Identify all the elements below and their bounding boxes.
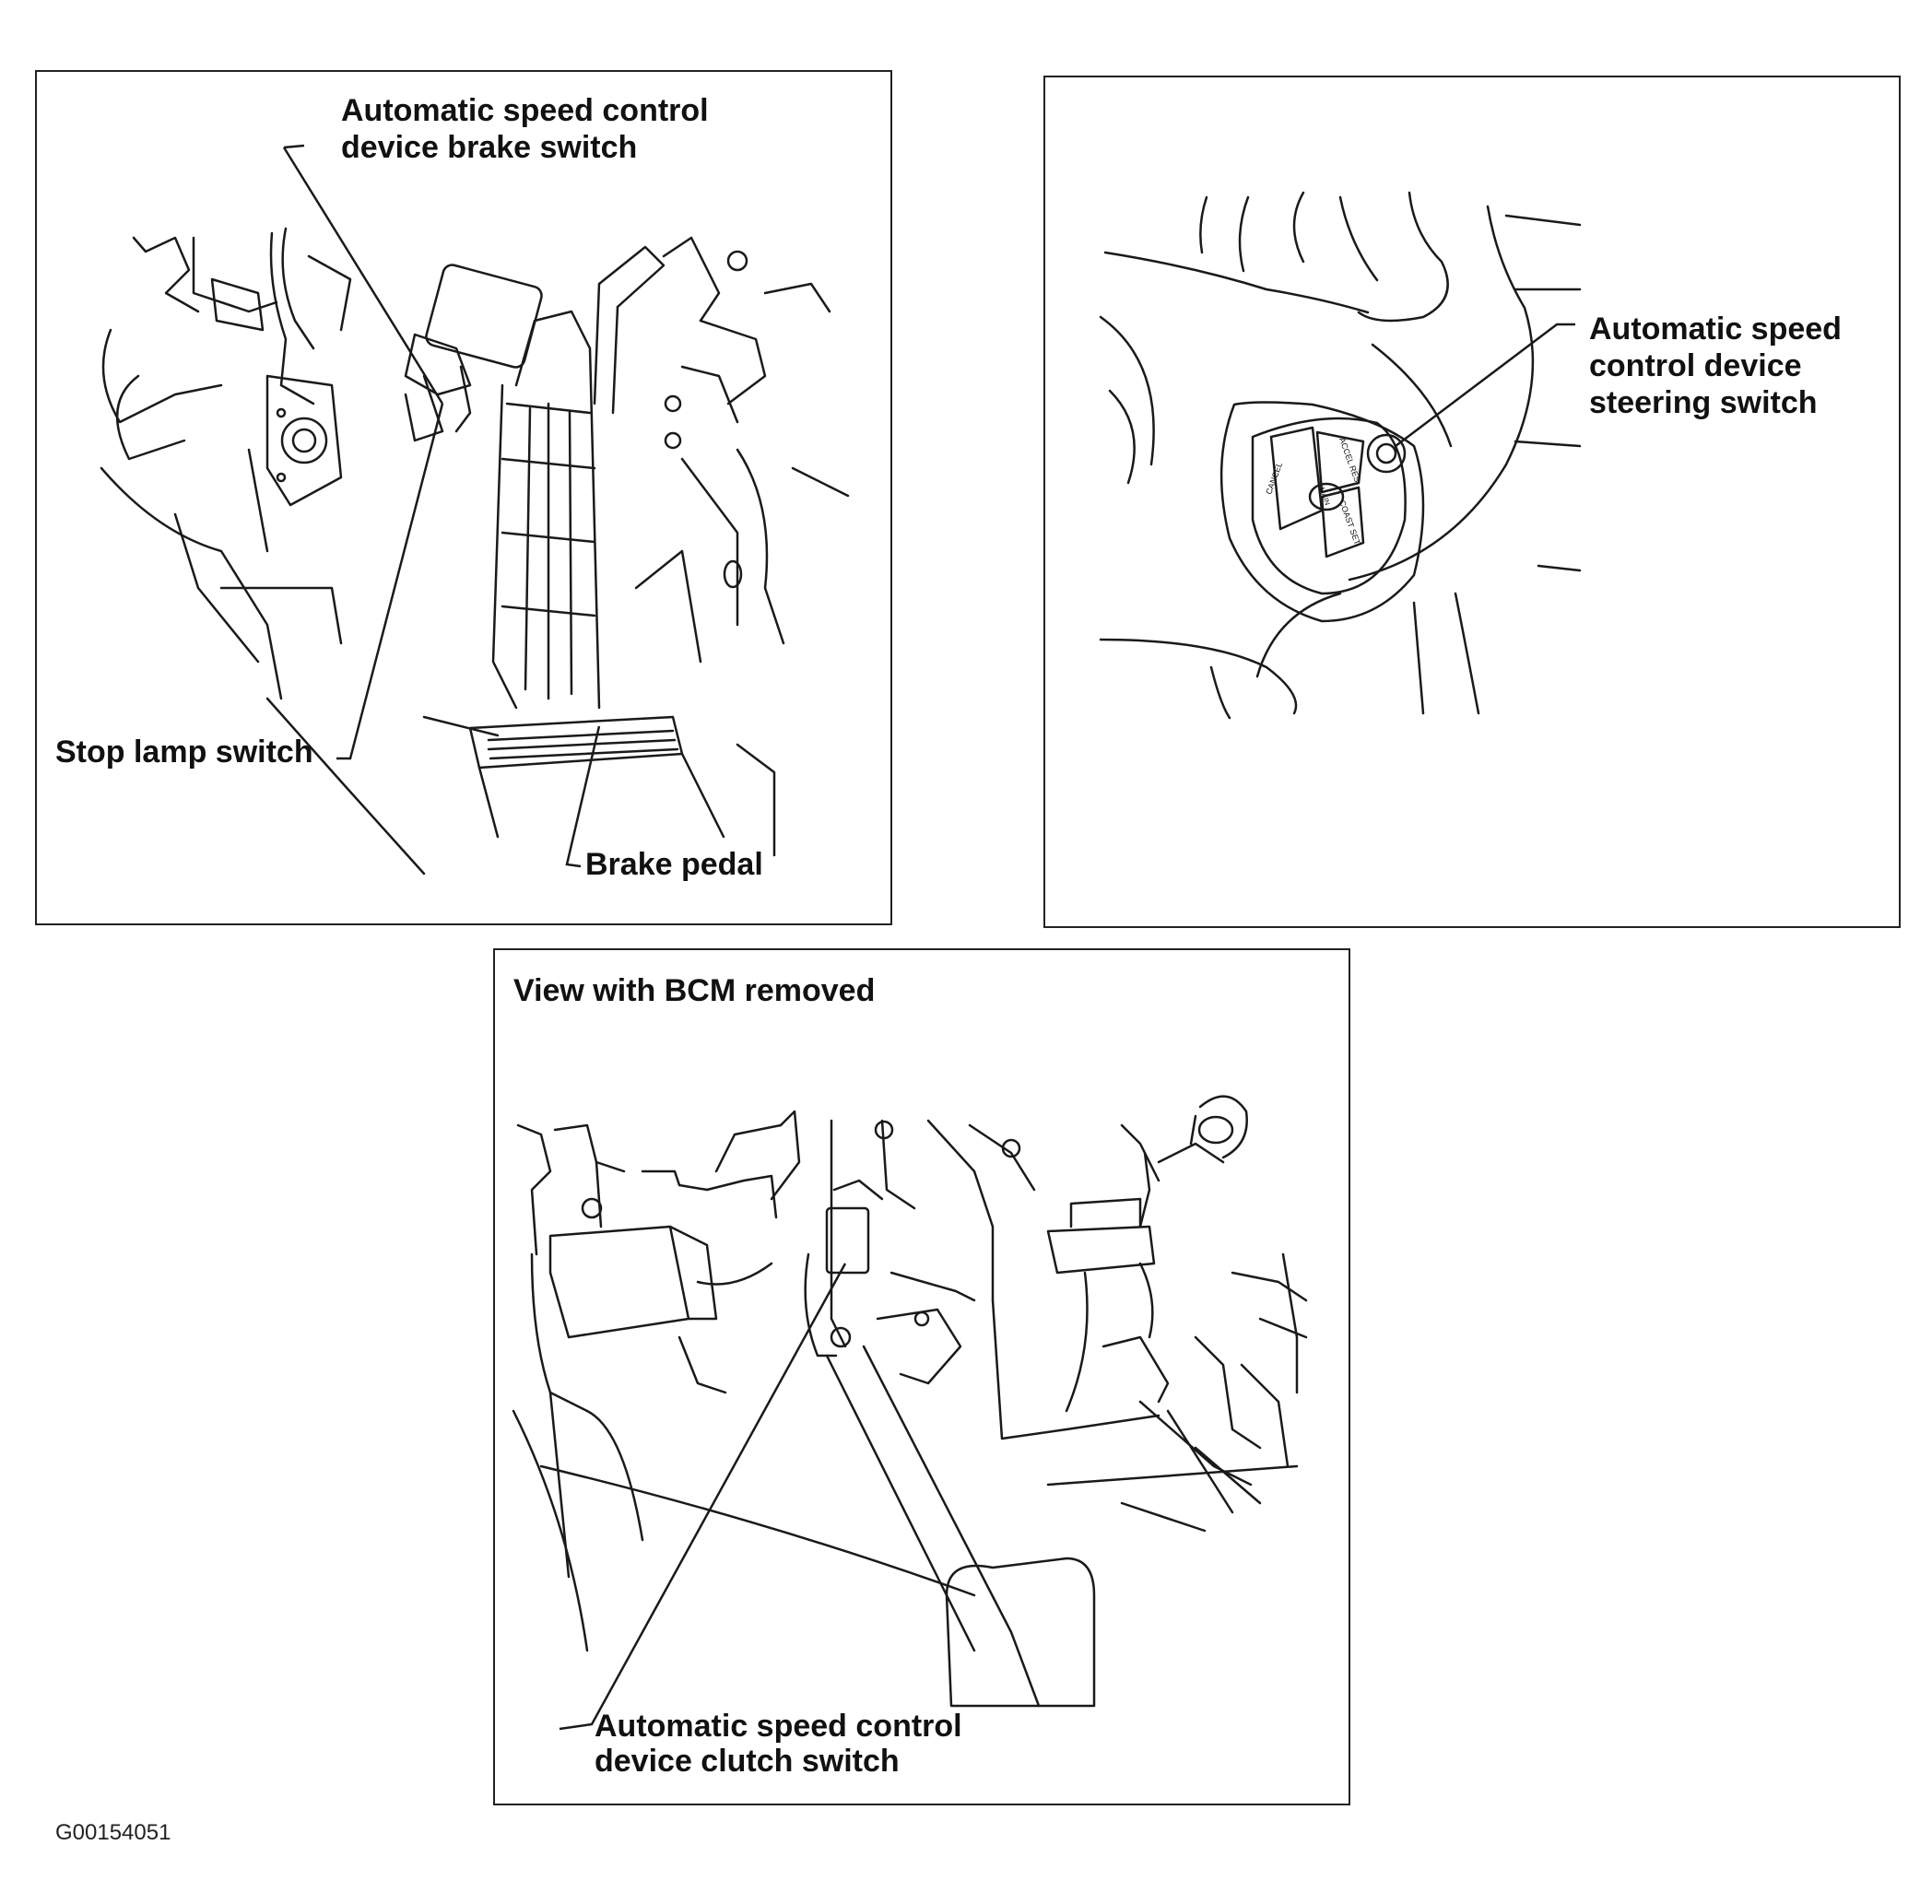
steering-switch-label-line1: Automatic speed [1589, 311, 1842, 347]
clutch-switch-label-line1: Automatic speed control [595, 1709, 962, 1744]
clutch-switch-label-line2: device clutch switch [595, 1744, 900, 1779]
steering-switch-leader [1395, 323, 1575, 447]
steering-switch-label-line2: control device [1589, 348, 1802, 383]
brake-pedal-illustration [100, 227, 850, 876]
steering-switch-label-line3: steering switch [1589, 385, 1818, 420]
steering-wheel-illustration [1099, 191, 1582, 720]
brake-switch-label-line1: Automatic speed control [341, 93, 709, 128]
view-note-label: View with BCM removed [513, 973, 876, 1008]
brake-switch-panel: Automatic speed control device brake swi… [35, 70, 892, 925]
stop-lamp-switch-label: Stop lamp switch [55, 735, 313, 770]
brake-switch-label-line2: device brake switch [341, 130, 638, 165]
figure-id: G00154051 [55, 1820, 171, 1845]
steering-switch-panel: CANCEL ACCEL RES MAIN COAST SET Automati… [1043, 76, 1901, 928]
brake-pedal-label: Brake pedal [585, 847, 763, 882]
clutch-switch-panel: View with BCM removed [493, 948, 1350, 1805]
brake-switch-leader [282, 144, 601, 868]
clutch-pedal-illustration [512, 1095, 1308, 1708]
clutch-switch-leader [559, 1263, 847, 1731]
